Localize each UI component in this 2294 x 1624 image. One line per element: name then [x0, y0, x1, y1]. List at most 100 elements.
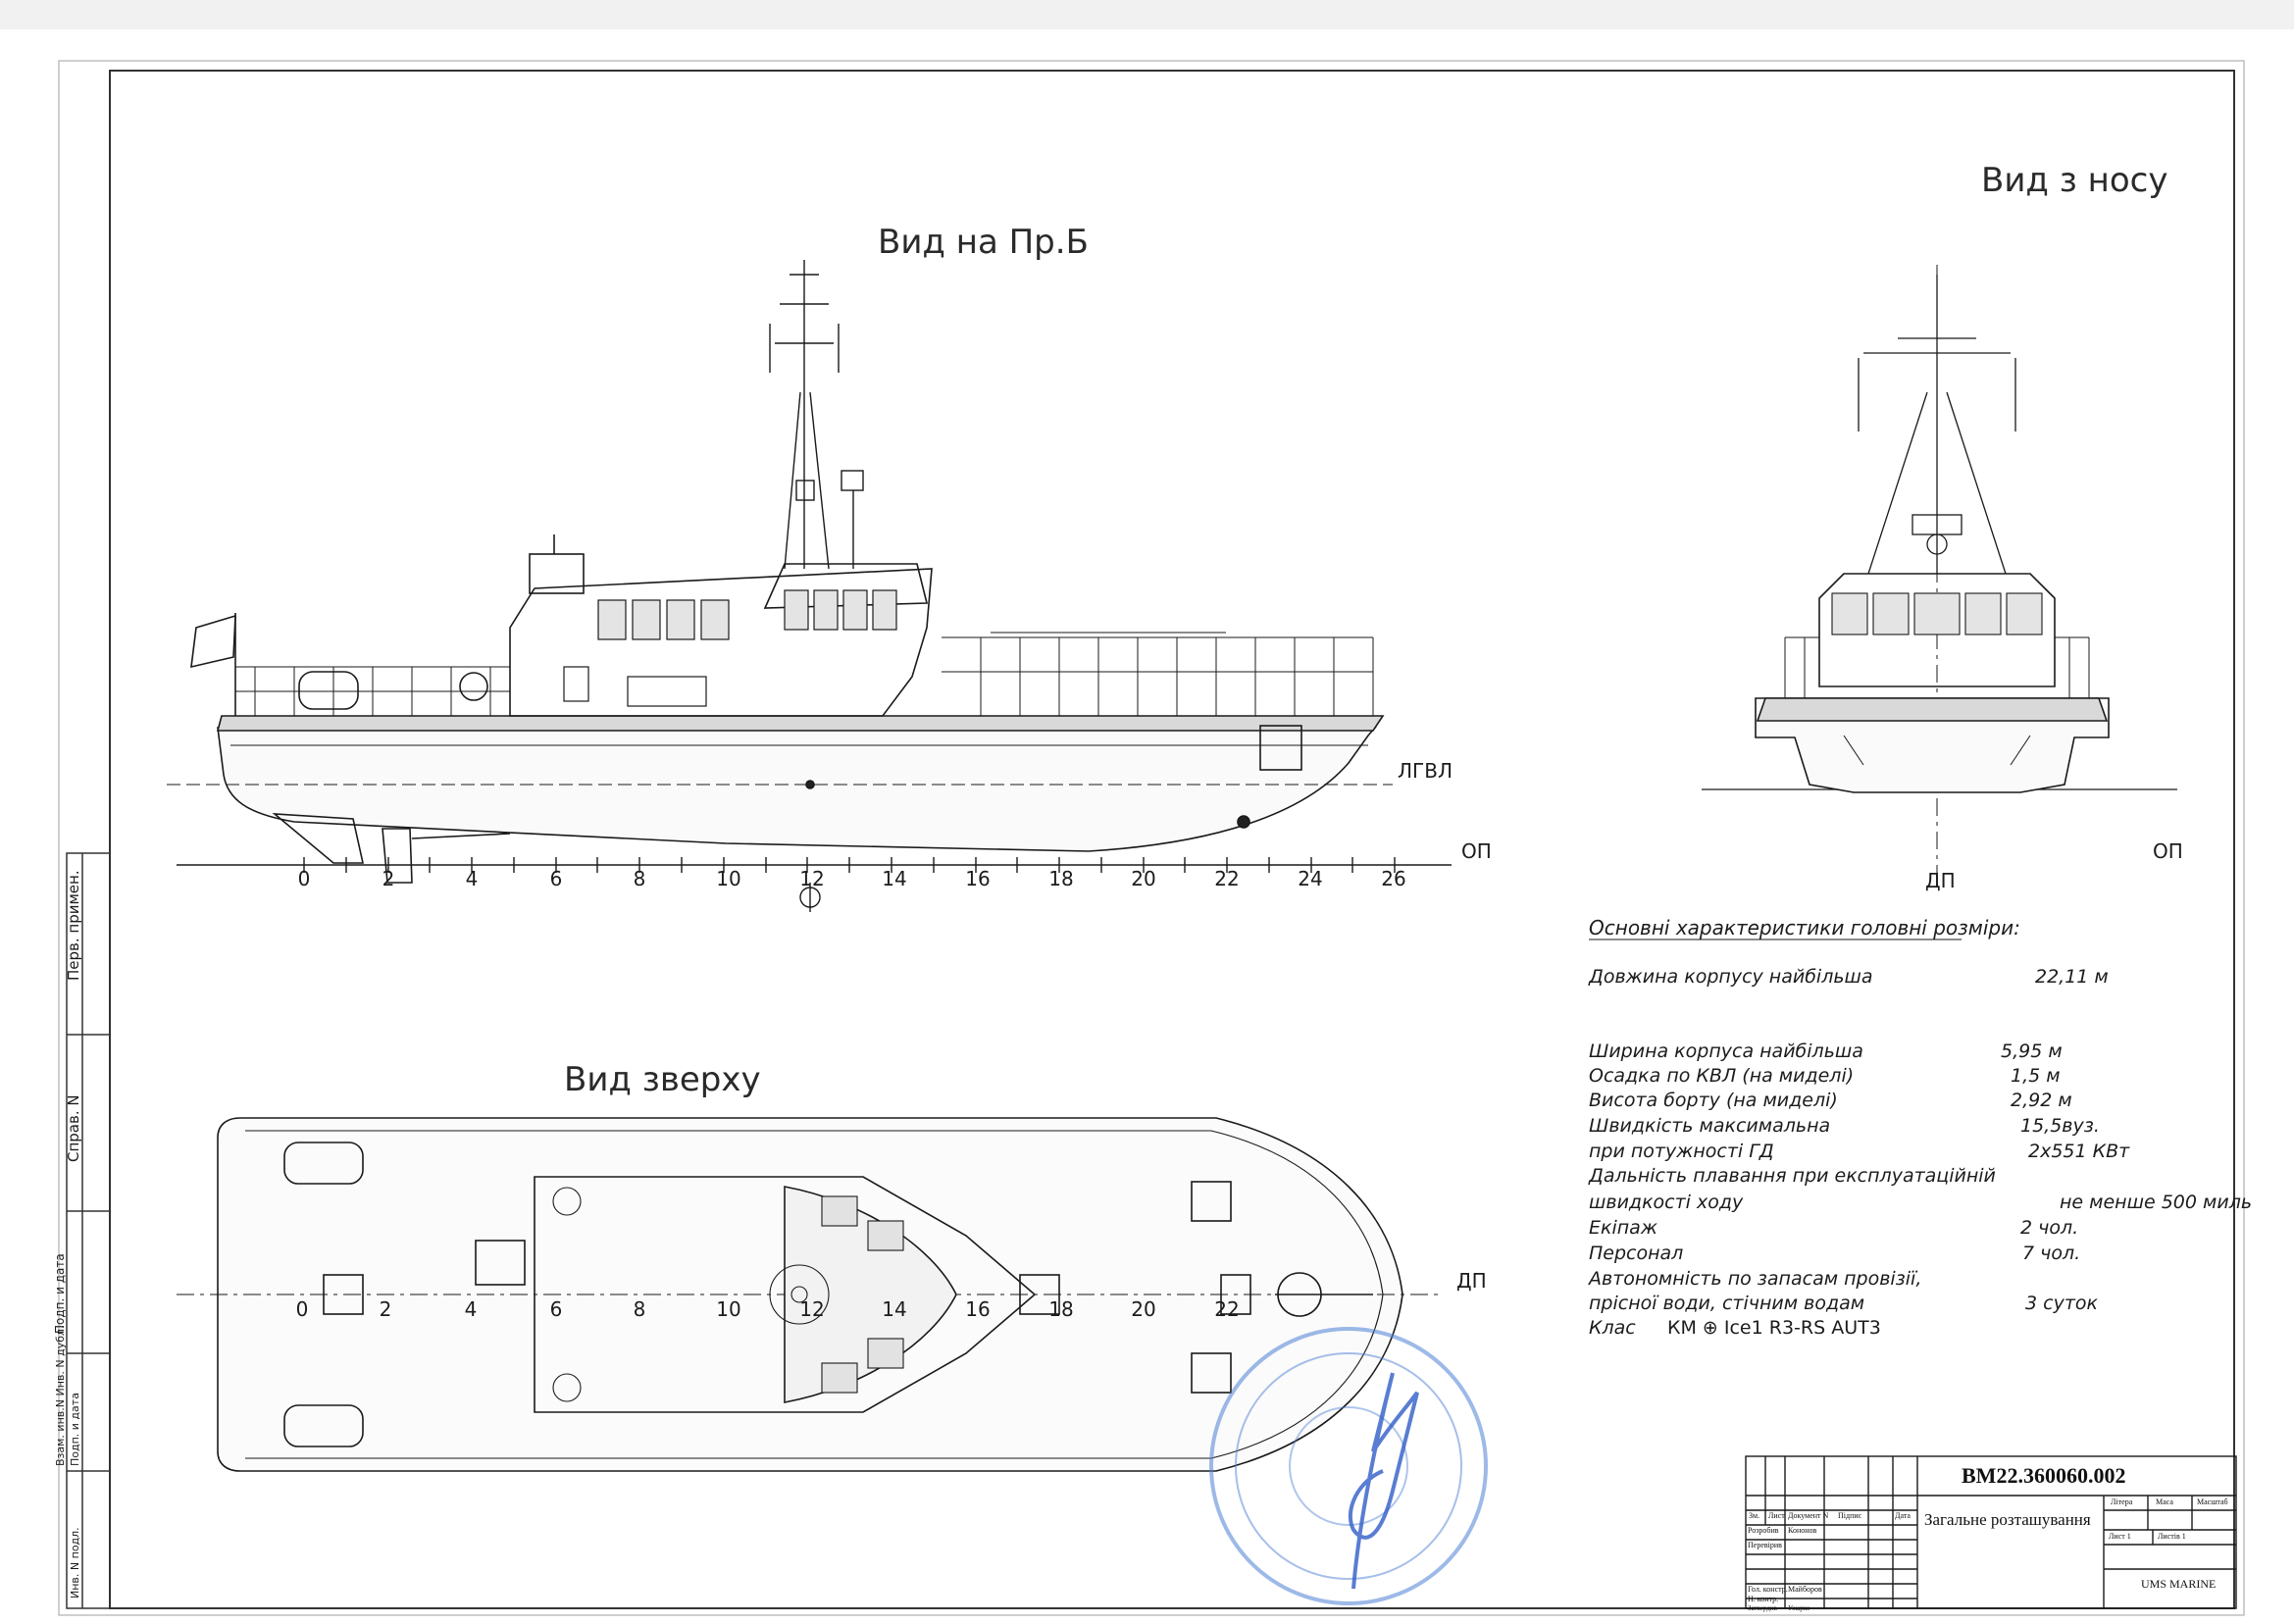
- role-label: Розробив: [1748, 1526, 1779, 1535]
- doc-number: ВМ22.360060.002: [1962, 1463, 2126, 1488]
- top-frame-0: 0: [296, 1297, 309, 1321]
- side-strip: [66, 852, 111, 1609]
- right-header: Маса: [2156, 1497, 2173, 1506]
- frame-8: 8: [634, 867, 646, 890]
- title-block: [1745, 1455, 2237, 1609]
- role-label: Гол. констр.: [1748, 1585, 1788, 1594]
- frame-0: 0: [298, 867, 311, 890]
- strip-perv-primen: Перв. примен.: [65, 870, 82, 981]
- front-view-title: Вид з носу: [1981, 161, 2167, 200]
- spec-value: 2,92 м: [2011, 1090, 2072, 1111]
- spec-label: Дальність плавання при експлуатаційній: [1588, 1165, 1996, 1187]
- spec-label: Швидкість максимальна: [1589, 1115, 1830, 1137]
- spec-label: Автономність по запасам провізії,: [1587, 1268, 1921, 1290]
- deckhouse-top: [534, 1176, 1037, 1413]
- col-header: Документ N: [1788, 1511, 1829, 1520]
- frame-26: 26: [1381, 867, 1405, 890]
- spec-value: 2 чол.: [2020, 1217, 2078, 1239]
- frame-12: 12: [799, 867, 824, 890]
- frame-22: 22: [1214, 867, 1239, 890]
- role-name: Кононов: [1788, 1526, 1817, 1535]
- front-hull: [1755, 697, 2110, 793]
- col-header: Зм.: [1749, 1511, 1760, 1520]
- inner-frame: [109, 70, 2235, 1609]
- strip-inv-podl: Инв. N подл.: [69, 1527, 81, 1599]
- strip-sprav-n: Справ. N: [65, 1094, 82, 1162]
- frame-6: 6: [550, 867, 563, 890]
- spec-label: при потужності ГД: [1589, 1141, 1774, 1162]
- spec-label: Персонал: [1589, 1243, 1683, 1264]
- role-label: Перевірив: [1748, 1541, 1782, 1549]
- right-header: Масштаб: [2197, 1497, 2228, 1506]
- spec-value: 22,11 м: [2035, 966, 2109, 988]
- sheets-label: Листів 1: [2158, 1532, 2186, 1541]
- front-mast: [1858, 275, 2016, 575]
- top-frame-4: 4: [465, 1297, 478, 1321]
- top-frame-18: 18: [1048, 1297, 1073, 1321]
- raft-stbd: [283, 1404, 364, 1447]
- top-view: [177, 1117, 1442, 1472]
- frame-4: 4: [466, 867, 479, 890]
- strip-podp-data-1: Подп. и дата: [53, 1253, 67, 1334]
- col-header: Дата: [1895, 1511, 1911, 1520]
- company-name: UMS MARINE: [2141, 1577, 2217, 1591]
- spec-value: 7 чол.: [2022, 1243, 2080, 1264]
- role-name: Ужарко: [1788, 1604, 1810, 1612]
- spec-label: прісної води, стічним водам: [1589, 1293, 1864, 1314]
- frame-labels-top: 0 2 4 6 8 10 12 14 16 18 20 22: [296, 1297, 1240, 1321]
- stem-logo: [1259, 725, 1302, 771]
- spec-label: Висота борту (на миделі): [1589, 1090, 1838, 1111]
- frame-10: 10: [716, 867, 740, 890]
- spec-value: 1,5 м: [2011, 1065, 2061, 1087]
- spec-label: Ширина корпуса найбільша: [1589, 1040, 1863, 1062]
- top-frame-8: 8: [634, 1297, 646, 1321]
- sheet-label: Лист 1: [2109, 1532, 2131, 1541]
- frame-18: 18: [1048, 867, 1073, 890]
- top-frame-2: 2: [380, 1297, 392, 1321]
- right-header: Літера: [2111, 1497, 2133, 1506]
- role-label: Н. контр.: [1748, 1595, 1779, 1603]
- doc-title: Загальне розташування: [1924, 1510, 2091, 1529]
- side-view: [167, 260, 1393, 884]
- spec-value: КМ ⊕ Ice1 R3-RS AUT3: [1667, 1317, 1881, 1339]
- spec-label: Екіпаж: [1589, 1217, 1657, 1239]
- specs-block: Основні характеристики головні розміри: …: [1587, 916, 2252, 1339]
- deckhouse: [509, 568, 933, 717]
- spec-label: Клас: [1589, 1317, 1636, 1339]
- frame-14: 14: [882, 867, 906, 890]
- raft-port: [283, 1142, 364, 1185]
- bulwark-rail: [216, 715, 1385, 732]
- strip-vzam: Взам. инв.N Инв. N дубл.: [54, 1325, 67, 1466]
- top-frame-10: 10: [716, 1297, 740, 1321]
- top-frame-20: 20: [1131, 1297, 1155, 1321]
- mast: [769, 260, 864, 570]
- scan-edge: [0, 0, 2294, 29]
- op-side-label: ОП: [1461, 839, 1492, 863]
- frame-20: 20: [1131, 867, 1155, 890]
- side-view-title: Вид на Пр.Б: [878, 223, 1089, 262]
- frame-scale-side: [177, 857, 1452, 912]
- top-frame-16: 16: [965, 1297, 990, 1321]
- skeg: [272, 813, 364, 864]
- top-frame-6: 6: [550, 1297, 563, 1321]
- hull-profile: [217, 727, 1377, 852]
- top-frame-14: 14: [882, 1297, 906, 1321]
- outer-frame: [58, 60, 2245, 1616]
- spec-value: 2х551 КВт: [2028, 1141, 2130, 1162]
- col-header: Підпис: [1838, 1511, 1862, 1520]
- top-frame-22: 22: [1214, 1297, 1239, 1321]
- top-frame-12: 12: [799, 1297, 824, 1321]
- life-raft: [298, 671, 359, 710]
- front-house: [1818, 573, 2056, 687]
- spec-value: 3 суток: [2025, 1293, 2099, 1314]
- frame-24: 24: [1298, 867, 1322, 890]
- role-label: Затвердив: [1748, 1604, 1777, 1612]
- frame-16: 16: [965, 867, 990, 890]
- flag: [190, 614, 236, 669]
- spec-label: швидкості ходу: [1589, 1192, 1744, 1213]
- net-port: [1191, 1181, 1232, 1222]
- dp-front-label: ДП: [1925, 869, 1956, 892]
- top-view-title: Вид зверху: [564, 1060, 761, 1099]
- dp-top-label: ДП: [1456, 1269, 1487, 1293]
- role-name: Майборов: [1788, 1585, 1822, 1594]
